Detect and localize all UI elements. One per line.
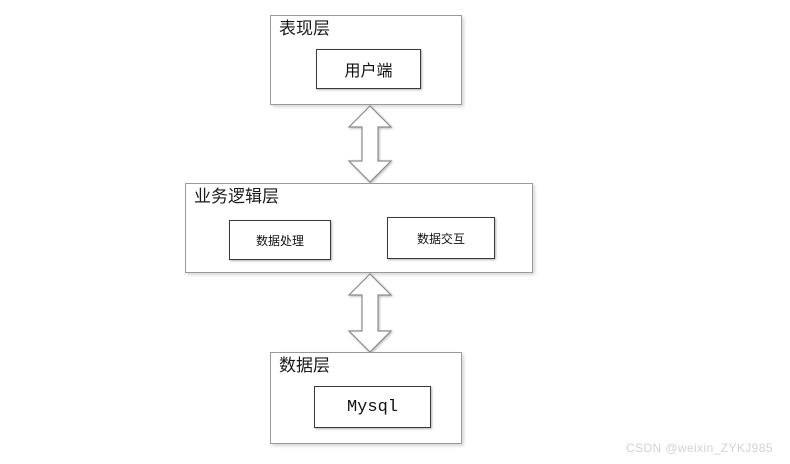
component-label-data-interaction: 数据交互 [416, 231, 465, 246]
layer-label-presentation: 表现层 [279, 19, 330, 38]
layer-label-business: 业务逻辑层 [194, 187, 279, 206]
component-box-client: 用户端 [316, 49, 421, 89]
layer-box-presentation: 表现层 用户端 [270, 15, 462, 105]
component-box-mysql: Mysql [314, 386, 431, 428]
component-label-mysql: Mysql [346, 397, 398, 417]
component-box-data-interaction: 数据交互 [387, 217, 495, 259]
layer-label-data: 数据层 [279, 356, 330, 375]
watermark-text: CSDN @weixin_ZYKJ985 [626, 441, 773, 455]
layer-box-data: 数据层 Mysql [270, 352, 462, 444]
connector-business-data [344, 272, 396, 354]
layer-box-business: 业务逻辑层 数据处理 数据交互 [185, 183, 533, 273]
component-box-data-processing: 数据处理 [229, 220, 331, 260]
component-label-client: 用户端 [344, 63, 393, 80]
double-arrow-vertical-icon [347, 273, 393, 353]
component-label-data-processing: 数据处理 [255, 233, 304, 248]
double-arrow-vertical-icon [347, 105, 393, 183]
connector-presentation-business [344, 104, 396, 184]
